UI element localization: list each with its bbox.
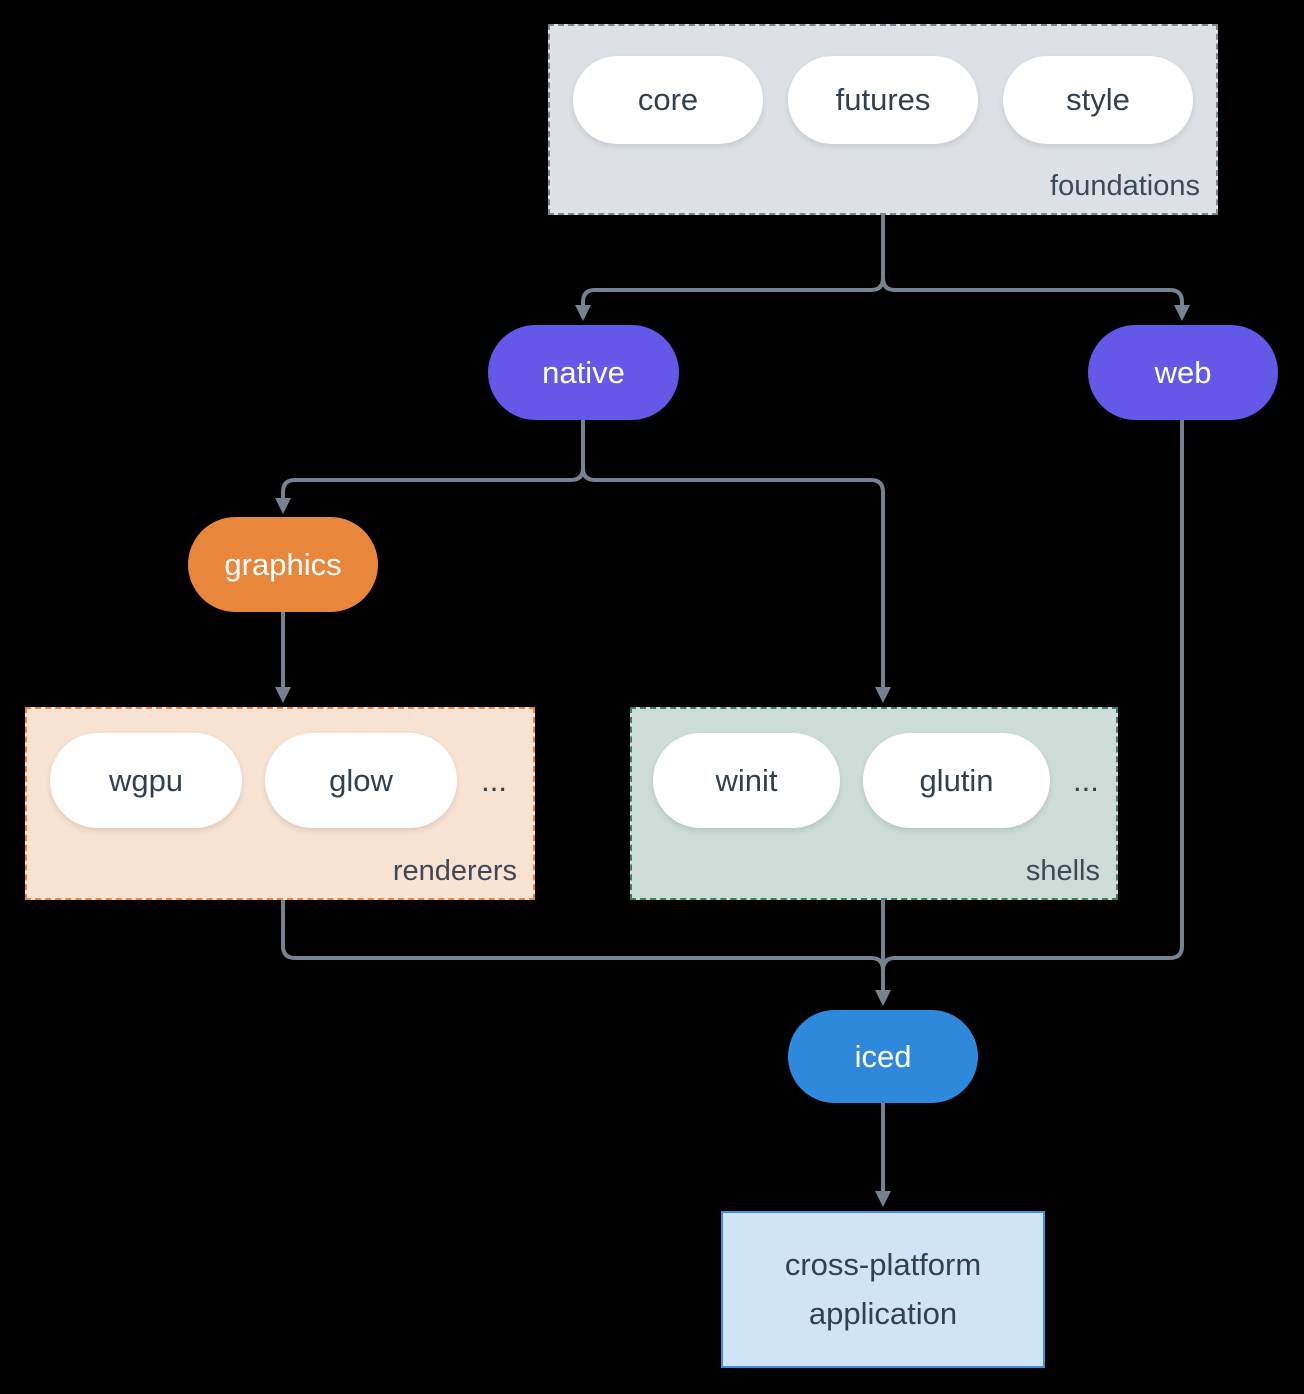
- shells-row: winit glutin ...: [653, 733, 1099, 828]
- node-style: style: [1003, 56, 1193, 144]
- arrowhead-web: [1174, 305, 1190, 321]
- foundations-label: foundations: [1050, 170, 1200, 202]
- app-label-line1: cross-platform: [784, 1247, 982, 1283]
- arrowhead-shells: [875, 687, 891, 703]
- arrowhead-renderers: [275, 687, 291, 703]
- arrowhead-graphics: [275, 498, 291, 514]
- renderers-label: renderers: [392, 855, 517, 887]
- node-winit: winit: [653, 733, 840, 828]
- renderers-group: wgpu glow ... renderers: [25, 707, 535, 900]
- arrowhead-native: [575, 305, 591, 321]
- connector-renderers-to-merge: [281, 900, 885, 971]
- node-core: core: [573, 56, 763, 144]
- node-web: web: [1088, 325, 1278, 420]
- node-iced: iced: [788, 1010, 978, 1103]
- node-glutin: glutin: [863, 733, 1050, 828]
- foundations-group: core futures style foundations: [548, 24, 1218, 215]
- node-graphics: graphics: [188, 517, 378, 612]
- connector-split-to-native: [581, 277, 885, 308]
- node-futures: futures: [788, 56, 978, 144]
- node-cross-platform-application: cross-platform application: [721, 1211, 1045, 1368]
- connector-split-to-web: [881, 277, 1184, 308]
- shells-group: winit glutin ... shells: [630, 707, 1118, 900]
- arrowhead-app: [875, 1191, 891, 1207]
- foundations-row: core futures style: [573, 56, 1193, 144]
- arrowhead-iced: [875, 990, 891, 1006]
- shells-label: shells: [1025, 855, 1100, 887]
- node-glow: glow: [265, 733, 457, 828]
- node-native: native: [488, 325, 679, 420]
- app-label-line2: application: [808, 1295, 958, 1331]
- node-wgpu: wgpu: [50, 733, 242, 828]
- connector-native-to-shells: [581, 467, 885, 690]
- renderers-ellipsis: ...: [481, 762, 507, 798]
- connector-native-to-graphics: [281, 467, 585, 501]
- shells-ellipsis: ...: [1073, 762, 1099, 798]
- renderers-row: wgpu glow ...: [50, 733, 513, 828]
